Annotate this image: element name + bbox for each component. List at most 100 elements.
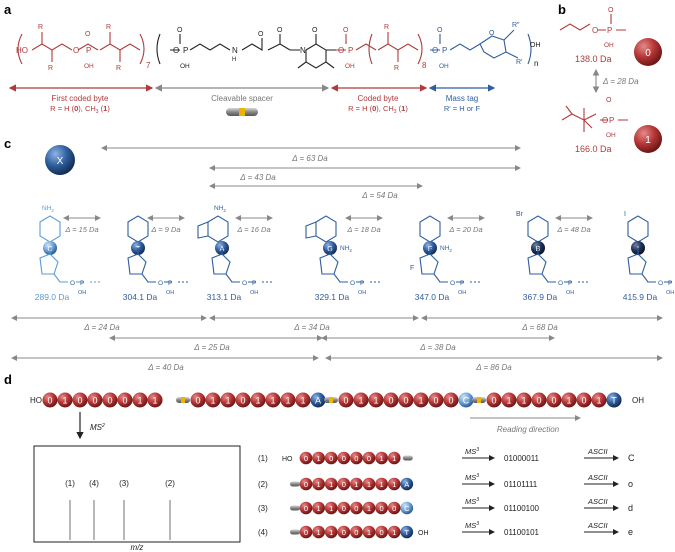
binary-code: 01101111	[504, 480, 538, 489]
mass-tag-letter: C	[463, 395, 470, 405]
mass-1: 166.0 Da	[575, 144, 612, 154]
bit-bead-icon	[362, 451, 376, 465]
bit-value: 0	[354, 454, 358, 463]
o-label: O	[606, 97, 612, 104]
bit-bead-icon	[299, 501, 313, 515]
bit-value: 1	[367, 504, 371, 513]
bit-bead-icon	[337, 501, 351, 515]
o-label: O	[432, 46, 438, 55]
oh-label: OH	[78, 290, 86, 296]
p-label: P	[183, 46, 188, 55]
bottom-delta-38: Δ = 38 Da	[419, 343, 456, 352]
bit-bead-icon	[387, 525, 401, 539]
o-label: O	[258, 31, 264, 38]
r-label: R	[48, 65, 53, 72]
oh-label: OH	[180, 63, 190, 70]
bit-bead-icon	[235, 392, 251, 408]
bead-byte: 0110010001100100C	[338, 392, 474, 408]
first-coded-byte-label: First coded byte	[52, 94, 109, 103]
adjacent-delta: Δ = 15 Da	[64, 225, 98, 234]
ms2-label: MS2	[90, 423, 105, 432]
subscript-n: n	[534, 59, 538, 68]
bit-bead-icon	[375, 477, 388, 491]
oh-label: OH	[439, 63, 449, 70]
bit-value: 1	[300, 395, 305, 405]
p-label: P	[86, 46, 91, 55]
o-label: O	[85, 31, 91, 38]
mass-tag-label: Mass tag	[446, 94, 478, 103]
bead-byte: 0110111101101111A	[299, 477, 414, 491]
oh-label: OH	[604, 42, 614, 49]
sugar-ring	[39, 248, 59, 275]
oh-label: OH	[250, 290, 258, 296]
bead-0-label: 0	[645, 48, 651, 59]
bit-value: 1	[418, 395, 423, 405]
bit-bead-icon	[299, 451, 313, 465]
adjacent-delta: Δ = 9 Da	[150, 225, 180, 234]
bit-value: 1	[329, 528, 333, 537]
first-coded-byte-structure	[17, 32, 145, 65]
bit-bead-icon	[132, 392, 148, 408]
row-ho: HO	[282, 456, 293, 463]
bit-value: 1	[379, 454, 383, 463]
bit-bead-icon	[338, 392, 354, 408]
o-label: O	[489, 30, 495, 37]
delta-28: Δ = 28 Da	[602, 77, 639, 86]
adjacent-delta: Δ = 16 Da	[236, 225, 270, 234]
coded-byte-label: Coded byte	[358, 94, 399, 103]
bit-value: 1	[367, 480, 371, 489]
br-label: Br	[516, 211, 524, 218]
pyrimidine-ring	[419, 215, 441, 243]
bit-value: 1	[316, 480, 320, 489]
bit-value: 0	[551, 395, 556, 405]
bit-value: 1	[329, 480, 333, 489]
p-label: P	[568, 280, 572, 287]
row-index: (3)	[258, 504, 268, 513]
bit-bead-icon	[350, 477, 363, 491]
bit-value: 1	[392, 480, 396, 489]
nucleotide-mass: 347.0 Da	[415, 292, 450, 302]
bit-bead-icon	[117, 392, 133, 408]
decoded-char: C	[628, 453, 635, 463]
bead-x-icon	[45, 145, 75, 175]
reading-direction-label: Reading direction	[497, 425, 560, 434]
bit-value: 1	[354, 480, 358, 489]
oh-label: OH	[606, 132, 616, 139]
bit-value: 0	[107, 395, 112, 405]
bit-value: 0	[581, 395, 586, 405]
bit-value: 0	[304, 480, 308, 489]
o-label: O	[70, 280, 75, 287]
bit-value: 0	[379, 528, 383, 537]
oh-label: OH	[666, 290, 674, 296]
bottom-delta-24: Δ = 24 Da	[83, 323, 120, 332]
bit-bead-icon	[368, 392, 384, 408]
readout-row: (2)0110111101101111AMS301101111ASCIIo	[258, 473, 633, 491]
bottom-delta-40: Δ = 40 Da	[147, 363, 184, 372]
bit-value: 0	[77, 395, 82, 405]
ms2-spectrum-peaks: (1)(4)(3)(2)	[65, 479, 175, 540]
panel-label-b: b	[558, 2, 566, 17]
phosphate-bonds	[225, 273, 256, 283]
bit-bead-icon	[375, 501, 388, 515]
bit-value: 1	[367, 528, 371, 537]
bit-bead-icon	[42, 392, 58, 408]
fluoro-label: F	[410, 265, 414, 272]
mass-tag-letter: T	[404, 528, 409, 537]
o-label: O	[312, 27, 318, 34]
bit-bead-icon	[362, 525, 376, 539]
bit-bead-icon	[350, 525, 363, 539]
bit-value: 1	[152, 395, 157, 405]
bit-bead-icon	[190, 392, 206, 408]
bit-bead-icon	[350, 451, 363, 465]
bit-value: 1	[329, 504, 333, 513]
r-double-prime-label: R″	[512, 22, 520, 29]
peak-label: (2)	[165, 479, 175, 488]
phosphate-bonds	[333, 273, 364, 283]
bit-bead-icon	[375, 525, 388, 539]
mass-tag-bead-icon	[458, 392, 474, 408]
readout-row: (4)0110010101100101TOHMS301100101ASCIIe	[258, 521, 633, 539]
row-oh: OH	[418, 530, 429, 537]
